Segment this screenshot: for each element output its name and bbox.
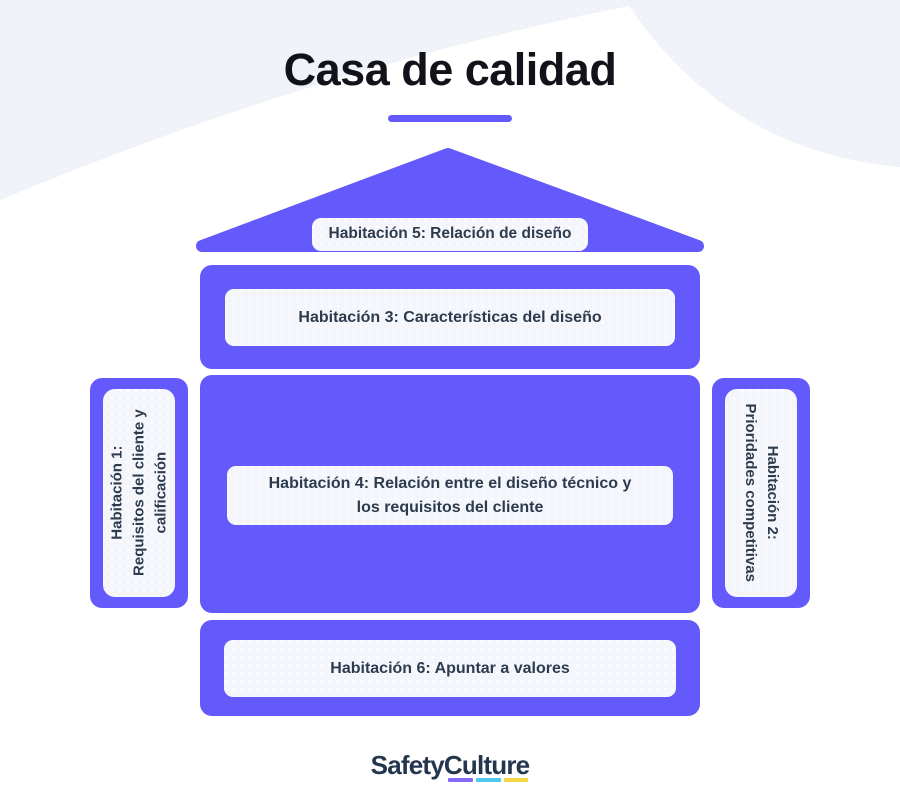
background-decoration (0, 0, 900, 200)
logo-bar-cyan (475, 778, 501, 782)
bg-shape-right-texture (625, 0, 900, 167)
room4-label-text: Habitación 4: Relación entre el diseño t… (269, 472, 632, 518)
room4-line-2: los requisitos del cliente (356, 498, 544, 516)
room1-label: Habitación 1: Requisitos del cliente y c… (103, 389, 175, 597)
room3-label-text: Habitación 3: Características del diseño (298, 308, 602, 326)
room6-label-text: Habitación 6: Apuntar a valores (330, 659, 570, 677)
room1-line-3: calificación (151, 452, 169, 534)
title-underline-decoration (388, 115, 512, 122)
room5-label-text: Habitación 5: Relación de diseño (328, 225, 572, 243)
room4-label: Habitación 4: Relación entre el diseño t… (227, 466, 673, 525)
logo-bar-yellow (503, 778, 529, 782)
logo-underline-decoration (448, 778, 529, 782)
room1-line-2: Requisitos del cliente y (130, 409, 148, 577)
page-title: Casa de calidad (283, 44, 617, 95)
room1-line-1: Habitación 1: (108, 445, 126, 541)
room6-label: Habitación 6: Apuntar a valores (224, 640, 676, 697)
room2-line-1: Habitación 2: (763, 445, 781, 541)
room3-label: Habitación 3: Características del diseño (225, 289, 675, 346)
safetyculture-logo: SafetyCulture (370, 750, 530, 782)
safetyculture-logo-text: SafetyCulture (370, 750, 530, 780)
room2-line-2: Prioridades competitivas (742, 403, 759, 583)
logo-bar-purple (448, 778, 473, 782)
room2-label: Habitación 2: Prioridades competitivas (725, 389, 797, 597)
room1-label-text: Habitación 1: Requisitos del cliente y c… (106, 410, 171, 577)
room2-label-text: Habitación 2: Prioridades competitivas (739, 404, 783, 582)
room5-label: Habitación 5: Relación de diseño (312, 218, 588, 251)
bg-shape-left-texture (0, 0, 660, 200)
room4-line-1: Habitación 4: Relación entre el diseño t… (268, 475, 632, 493)
footer: SafetyCulture (0, 750, 900, 782)
